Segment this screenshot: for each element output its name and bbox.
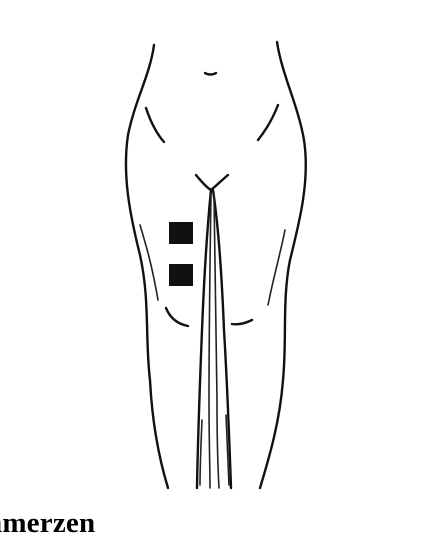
right-outer-leg-contour [260, 42, 306, 488]
right-thigh-muscle-line [268, 230, 285, 305]
caption-text: hmerzen [0, 507, 95, 539]
left-shin-line [200, 420, 202, 485]
left-knee-line [166, 308, 188, 326]
marker-square-lower [169, 264, 193, 286]
groin-line [196, 175, 228, 190]
right-hip-crease [258, 105, 278, 140]
right-knee-line [232, 320, 252, 324]
left-hip-crease [146, 108, 164, 142]
marker-square-upper [169, 222, 193, 244]
navel-mark [205, 73, 216, 75]
center-line-a [209, 195, 211, 488]
